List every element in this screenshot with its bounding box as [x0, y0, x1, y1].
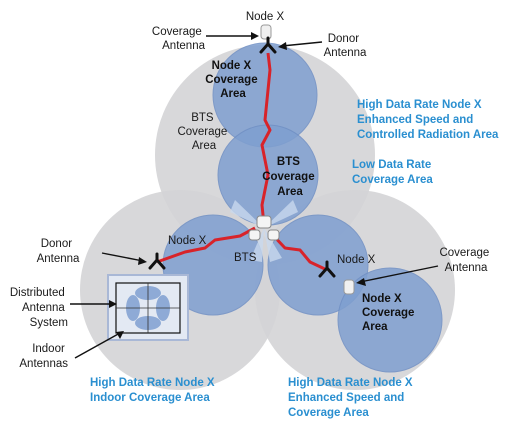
leader-arrows	[70, 32, 439, 359]
node-x-coverage-right	[337, 267, 443, 373]
node-x-left-label: Node X	[168, 235, 207, 247]
coverage-antenna-right-icon	[343, 279, 355, 295]
indoor-antennas-label: Indoor Antennas	[19, 343, 68, 370]
red-link-left	[156, 226, 256, 264]
indoor-building	[107, 274, 189, 341]
bts-radiation-pattern	[230, 200, 298, 262]
node-x-right-label: Node X	[337, 254, 376, 266]
bts-coverage-gray-label: BTS Coverage Area	[177, 112, 230, 152]
bts-label: BTS	[234, 252, 257, 264]
donor-antenna-top-icon	[259, 36, 277, 54]
coverage-antenna-right-label: Coverage Antenna	[439, 247, 492, 274]
high-rate-bottom-label: High Data Rate Node X Enhanced Speed and…	[288, 377, 416, 419]
node-x-coverage-top-label: Node X Coverage Area	[205, 60, 261, 100]
high-rate-indoor-label: High Data Rate Node X Indoor Coverage Ar…	[90, 377, 218, 404]
coverage-antenna-top-icon	[260, 24, 272, 40]
bts-tower-icon	[248, 215, 280, 241]
high-rate-top-label: High Data Rate Node X Enhanced Speed and…	[357, 99, 499, 141]
bts-coverage-blue-label: BTS Coverage Area	[262, 156, 318, 198]
red-link-top	[260, 52, 272, 226]
coverage-antenna-top-label: Coverage Antenna	[152, 26, 206, 52]
donor-antenna-left-label: Donor Antenna	[37, 238, 80, 265]
distributed-antenna-label: Distributed Antenna System	[10, 287, 68, 329]
red-link-right	[268, 230, 328, 272]
donor-antenna-top-label: Donor Antenna	[324, 33, 367, 59]
donor-antenna-right-icon	[318, 260, 336, 278]
low-rate-label: Low Data Rate Coverage Area	[352, 159, 434, 186]
node-x-top-label: Node X	[246, 11, 285, 23]
node-x-coverage-right-label: Node X Coverage Area	[362, 293, 418, 333]
donor-antenna-left-icon	[148, 252, 166, 270]
